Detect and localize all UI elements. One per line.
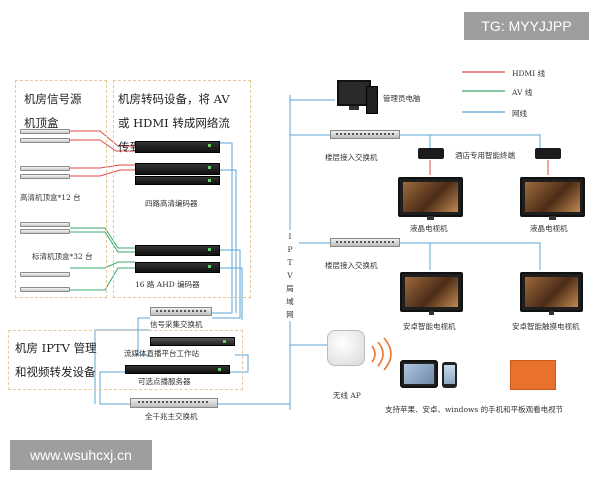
ahd-encoder xyxy=(135,245,220,256)
floor-access-switch-1 xyxy=(330,130,400,139)
transcoding-title-2: 或 HDMI 转成网络流 xyxy=(118,116,230,130)
hotel-terminal-label: 酒店专用智能终端 xyxy=(455,151,515,160)
android-smart-tv xyxy=(400,272,463,315)
floor-switch-2-label: 楼层接入交换机 xyxy=(325,261,378,270)
sd-stb xyxy=(20,272,70,277)
admin-pc-stand xyxy=(349,106,359,110)
av-lines xyxy=(70,227,135,291)
core-switch-label: 全千兆主交换机 xyxy=(145,412,198,421)
hd-encoder xyxy=(135,141,220,153)
hd-encoder xyxy=(135,176,220,185)
streaming-workstation xyxy=(150,337,235,346)
lcd-tv xyxy=(520,177,585,220)
phone-screen xyxy=(444,365,455,384)
sd-stb-label: 标清机顶盒*32 台 xyxy=(32,252,93,261)
signal-source-title-2: 机顶盒 xyxy=(24,116,59,130)
signal-collection-switch xyxy=(150,307,212,316)
hd-stb xyxy=(20,129,70,134)
floor-access-switch-2 xyxy=(330,238,400,247)
wifi-icon xyxy=(371,337,392,371)
iptv-management-box: 机房 IPTV 管理 和视频转发设备 xyxy=(8,330,243,390)
admin-pc-label: 管理员电脑 xyxy=(383,94,421,103)
signal-source-title-1: 机房信号源 xyxy=(24,92,82,106)
hdmi-lines xyxy=(70,130,135,177)
core-gigabit-switch xyxy=(130,398,218,408)
lcd-tv xyxy=(398,177,463,220)
legend-hdmi-label: HDMI 线 xyxy=(512,69,546,78)
wireless-ap-label: 无线 AP xyxy=(333,391,361,400)
tablet-screen xyxy=(404,364,434,384)
ahd-encoder xyxy=(135,262,220,273)
hd-encoder xyxy=(135,163,220,175)
legend-network-label: 网线 xyxy=(512,109,527,118)
sd-stb xyxy=(20,229,70,234)
hd-stb xyxy=(20,166,70,171)
hotel-terminal xyxy=(535,148,561,159)
legend-av-label: AV 线 xyxy=(512,88,533,97)
signal-switch-label: 信号采集交换机 xyxy=(150,320,203,329)
hd-stb xyxy=(20,174,70,179)
iptv-management-title-1: 机房 IPTV 管理 xyxy=(15,341,97,355)
watermark-top: TG: MYYJJPP xyxy=(464,12,589,40)
android-touch-tv xyxy=(520,272,583,315)
windows-device-icon xyxy=(510,360,556,390)
vod-server-label: 可选点播服务器 xyxy=(138,377,191,386)
iptv-management-title-2: 和视频转发设备 xyxy=(15,365,96,379)
hd-stb-label: 高清机顶盒*12 台 xyxy=(20,193,81,202)
watermark-bottom: www.wsuhcxj.cn xyxy=(10,440,152,470)
sd-stb xyxy=(20,222,70,227)
transcoding-title-1: 机房转码设备，将 AV xyxy=(118,92,230,106)
lcd-tv-2-label: 液晶电视机 xyxy=(530,224,568,233)
hd-encoder-label: 四路高清编码器 xyxy=(145,199,198,208)
streaming-workstation-label: 流媒体直播平台工作站 xyxy=(124,349,199,358)
signal-source-box: 机房信号源 机顶盒 xyxy=(15,80,107,298)
floor-switch-1-label: 楼层接入交换机 xyxy=(325,153,378,162)
android-tv-label: 安卓智能电视机 xyxy=(403,322,456,331)
hotel-terminal xyxy=(418,148,444,159)
devices-caption: 支持苹果、安卓、windows 的手机和平板观看电视节 xyxy=(385,405,564,414)
lcd-tv-1-label: 液晶电视机 xyxy=(410,224,448,233)
vod-server xyxy=(125,365,230,374)
iptv-lan-label: I P T V 局 域 网 xyxy=(281,230,299,321)
ahd-encoder-label: 16 路 AHD 编码器 xyxy=(135,280,200,289)
admin-pc-tower xyxy=(366,86,378,114)
admin-pc-icon xyxy=(337,80,371,106)
wireless-ap-icon xyxy=(327,330,365,366)
android-touch-tv-label: 安卓智能触摸电视机 xyxy=(512,322,580,331)
sd-stb xyxy=(20,287,70,292)
hd-stb xyxy=(20,138,70,143)
